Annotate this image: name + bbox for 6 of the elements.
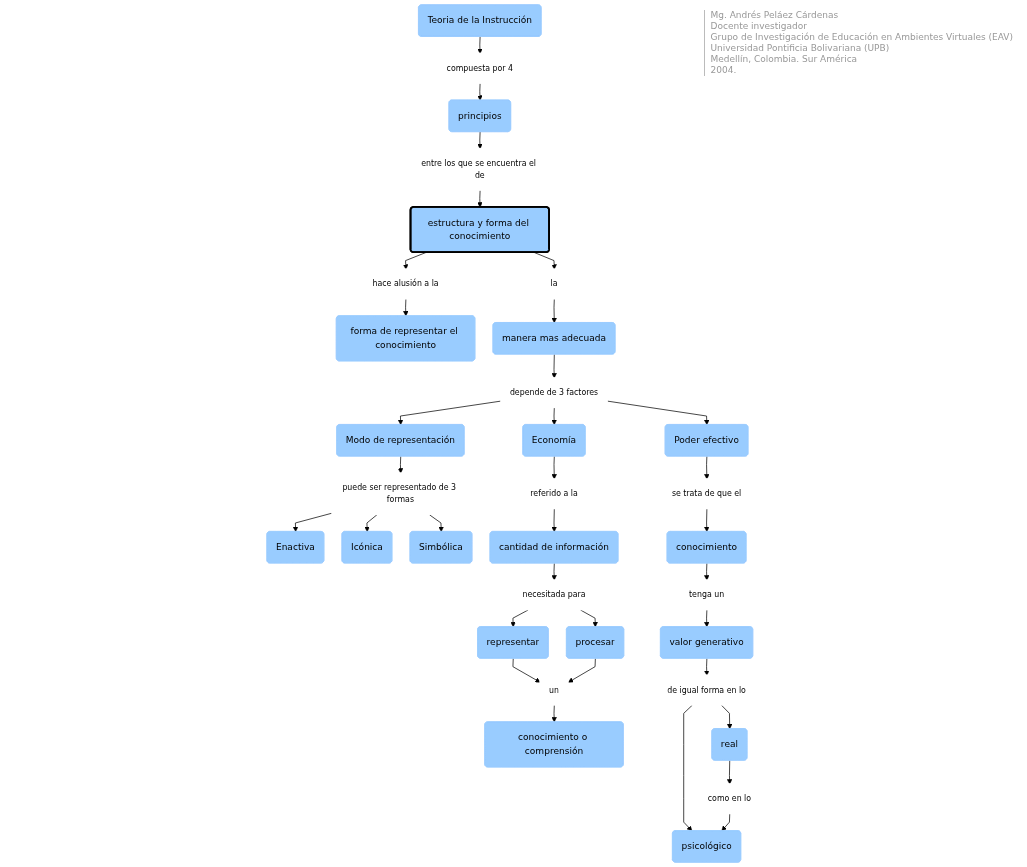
credit-text: Universidad Pontificia Bolivariana (UPB) — [710, 43, 891, 54]
credit-text: Docente investigador — [710, 21, 808, 32]
credit-text: Grupo de Investigación de Educación en Ambientes Virtuales (EAV) — [710, 32, 1013, 43]
credit-text: 2004. — [710, 65, 738, 76]
credit-text: Medellín, Colombia. Sur América — [710, 54, 859, 65]
credit-text: Mg. Andrés Peláez Cárdenas — [710, 10, 840, 21]
